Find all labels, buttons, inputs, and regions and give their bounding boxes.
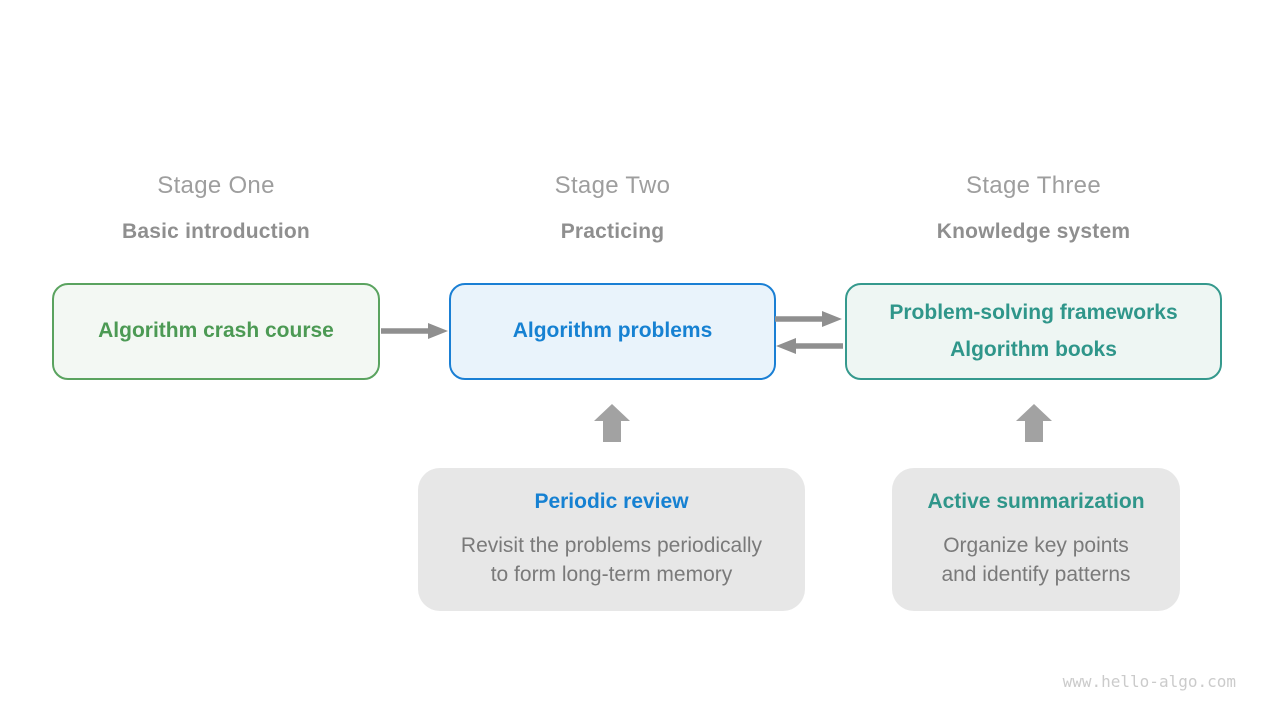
node-label-line2: Algorithm books (950, 337, 1117, 361)
arrow-right-icon (381, 323, 448, 339)
stage-one-subtitle: Basic introduction (122, 220, 310, 243)
note-description-line1: Revisit the problems periodically (460, 534, 763, 558)
node-label: Algorithm crash course (98, 319, 334, 343)
algorithm-problems-node: Algorithm problems (449, 283, 776, 380)
note-description-line1: Organize key points (943, 534, 1129, 558)
stage-two-title: Stage Two (554, 172, 671, 199)
stage-one-title: Stage One (157, 172, 275, 199)
periodic-review-note: Periodic review Revisit the problems per… (418, 468, 805, 611)
knowledge-system-node: Problem-solving frameworks Algorithm boo… (845, 283, 1222, 380)
node-label: Algorithm problems (512, 319, 713, 343)
note-heading: Active summarization (927, 490, 1145, 514)
note-description-line2: and identify patterns (941, 562, 1131, 586)
arrow-right-icon (775, 311, 842, 327)
note-description: Revisit the problems periodically to for… (461, 532, 762, 588)
note-description-line2: to form long-term memory (490, 562, 733, 586)
stage-two-subtitle: Practicing (560, 220, 665, 243)
note-heading: Periodic review (534, 490, 689, 514)
stage-three-subtitle: Knowledge system (936, 220, 1131, 243)
watermark: www.hello-algo.com (1062, 672, 1236, 691)
node-label-line1: Problem-solving frameworks (889, 300, 1178, 324)
arrow-up-icon (594, 404, 630, 442)
stage-three-title: Stage Three (966, 172, 1101, 199)
note-description: Organize key points and identify pattern… (941, 532, 1130, 588)
arrow-left-icon (776, 338, 843, 354)
algorithm-crash-course-node: Algorithm crash course (52, 283, 380, 380)
active-summarization-note: Active summarization Organize key points… (892, 468, 1180, 611)
arrow-up-icon (1016, 404, 1052, 442)
